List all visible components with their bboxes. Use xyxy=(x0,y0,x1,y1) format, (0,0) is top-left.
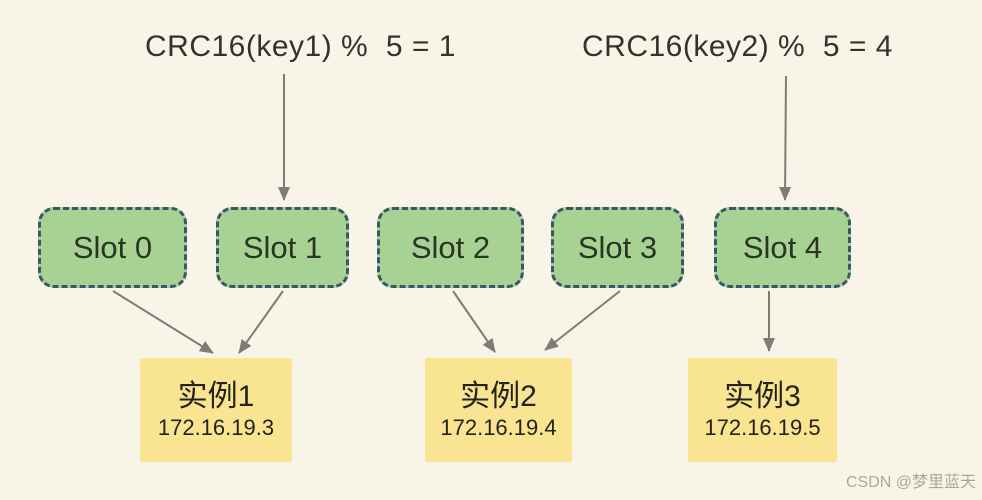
slot-3-label: Slot 3 xyxy=(577,229,658,265)
instance-2-name: 实例2 xyxy=(460,379,537,413)
slot-1-label: Slot 1 xyxy=(242,229,323,265)
instance-3-name: 实例3 xyxy=(724,379,801,413)
arrow-slot0-to-instance1 xyxy=(112,290,214,354)
slot-1-box: Slot 1 xyxy=(216,207,349,288)
crc16-key1-formula: CRC16(key1) % 5 = 1 xyxy=(145,30,456,63)
csdn-watermark: CSDN @梦里蓝天 xyxy=(845,474,976,491)
instance-1-ip: 172.16.19.3 xyxy=(157,414,275,440)
arrow-slot2-to-instance2 xyxy=(452,290,496,353)
slot-2-box: Slot 2 xyxy=(377,207,524,288)
instance-1-name: 实例1 xyxy=(177,379,255,413)
slot-0-box: Slot 0 xyxy=(38,207,187,288)
instance-1-box: 实例1 172.16.19.3 xyxy=(140,358,292,462)
arrow-slot3-to-instance2 xyxy=(544,290,621,351)
arrow-slot1-to-instance1 xyxy=(238,290,284,354)
instance-2-box: 实例2 172.16.19.4 xyxy=(425,358,572,462)
slot-2-label: Slot 2 xyxy=(410,229,491,265)
slot-3-box: Slot 3 xyxy=(551,207,684,288)
slot-4-label: Slot 4 xyxy=(742,229,823,265)
instance-3-box: 实例3 172.16.19.5 xyxy=(688,358,837,462)
instance-2-ip: 172.16.19.4 xyxy=(440,414,557,440)
slot-4-box: Slot 4 xyxy=(714,207,851,288)
crc16-key2-formula: CRC16(key2) % 5 = 4 xyxy=(582,30,893,63)
instance-3-ip: 172.16.19.5 xyxy=(704,414,821,440)
slot-0-label: Slot 0 xyxy=(72,229,153,265)
arrow-formula2-to-slot4 xyxy=(779,75,792,201)
